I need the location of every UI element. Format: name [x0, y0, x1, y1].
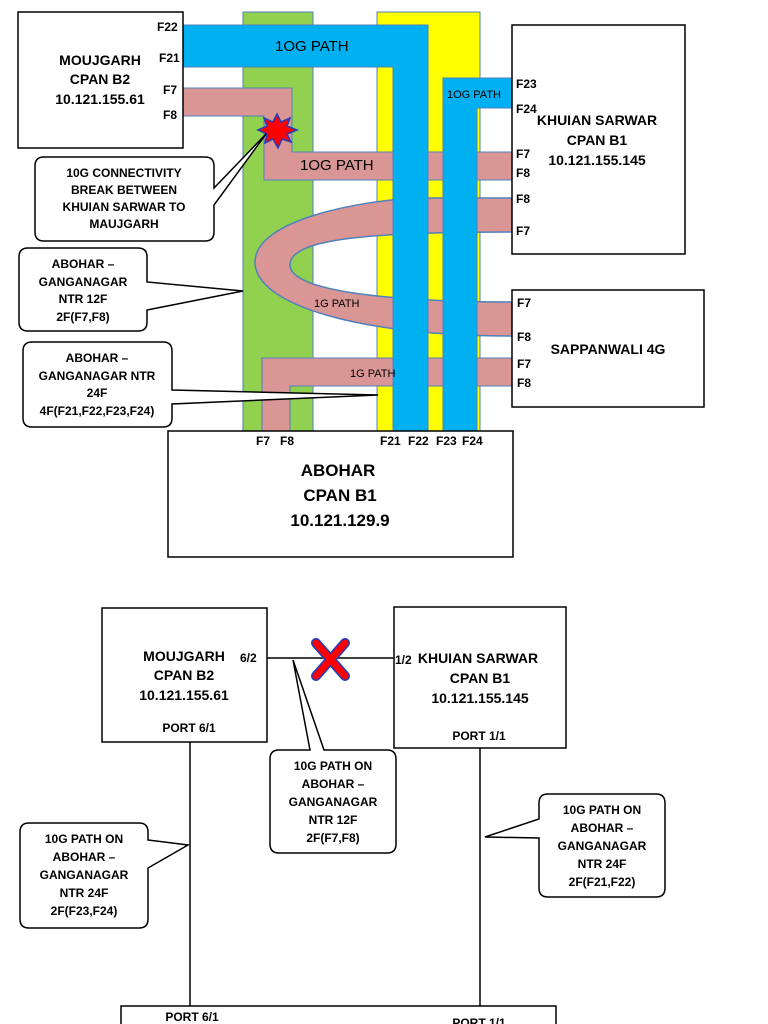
khuian-model: CPAN B1 — [567, 132, 628, 148]
abohar-node-bottom — [120, 1005, 557, 1024]
right-callout — [484, 793, 666, 898]
mid-callout-line3: GANGANAGAR — [289, 795, 378, 809]
break-callout-line1: 10G CONNECTIVITY — [66, 166, 181, 180]
sappanwali-port-f8b: F8 — [517, 376, 531, 390]
moujgarh-port-f22: F22 — [157, 20, 178, 34]
right-callout-line3: GANGANAGAR — [558, 839, 647, 853]
khuian-ip: 10.121.155.145 — [548, 152, 646, 168]
blue-10g-label: 1OG PATH — [275, 38, 349, 55]
pink-1g-low-label: 1G PATH — [350, 368, 395, 380]
ntr24-callout-line4: 4F(F21,F22,F23,F24) — [40, 404, 155, 418]
left-callout-line1: 10G PATH ON — [45, 832, 123, 846]
moujgarh-port-f7: F7 — [163, 83, 177, 97]
moujgarh-name: MOUJGARH — [59, 52, 141, 68]
moujgarh-model: CPAN B2 — [70, 71, 131, 87]
right-callout-line1: 10G PATH ON — [563, 803, 641, 817]
mid-callout — [269, 659, 397, 854]
left-callout-line2: ABOHAR – — [53, 850, 116, 864]
khuian-port-f23: F23 — [516, 77, 537, 91]
mid-callout-line1: 10G PATH ON — [294, 759, 372, 773]
khuian-bottom-model: CPAN B1 — [450, 670, 511, 686]
ntr12-callout — [18, 247, 244, 332]
khuian-port-f8b: F8 — [516, 192, 530, 206]
abohar-port-f7: F7 — [256, 434, 270, 448]
abohar-port-f24: F24 — [462, 434, 483, 448]
ntr12-callout-line1: ABOHAR – — [52, 257, 115, 271]
mid-callout-line2: ABOHAR – — [302, 777, 365, 791]
sappanwali-port-f8: F8 — [517, 330, 531, 344]
moujgarh-bottom-name: MOUJGARH — [143, 648, 225, 664]
moujgarh-bottom-model: CPAN B2 — [154, 667, 215, 683]
moujgarh-bottom-port-in: PORT 6/1 — [162, 721, 216, 735]
abohar-bottom-port-left: PORT 6/1 — [165, 1010, 219, 1024]
ntr24-callout-line3: 24F — [87, 386, 108, 400]
khuian-node-bottom — [393, 606, 567, 749]
khuian-bottom-ip: 10.121.155.145 — [431, 690, 529, 706]
abohar-bottom-port-right: PORT 1/1 — [452, 1016, 506, 1024]
ntr12-callout-line4: 2F(F7,F8) — [56, 310, 109, 324]
right-callout-line5: 2F(F21,F22) — [569, 875, 636, 889]
moujgarh-port-f8: F8 — [163, 108, 177, 122]
link-break-icon — [311, 638, 350, 681]
khuian-bottom-port-in: PORT 1/1 — [452, 729, 506, 743]
mid-callout-line5: 2F(F7,F8) — [306, 831, 359, 845]
ntr24-callout — [22, 341, 379, 428]
break-callout-line3: KHUIAN SARWAR TO — [63, 200, 186, 214]
moujgarh-bottom-ip: 10.121.155.61 — [139, 687, 229, 703]
break-callout-line4: MAUJGARH — [89, 217, 158, 231]
blue-10g-small-label: 1OG PATH — [447, 89, 501, 101]
ntr12-callout-line3: NTR 12F — [59, 292, 108, 306]
khuian-node — [511, 24, 686, 255]
sappanwali-port-f7b: F7 — [517, 357, 531, 371]
break-callout — [34, 133, 267, 242]
left-callout-line3: GANGANAGAR — [40, 868, 129, 882]
moujgarh-ip: 10.121.155.61 — [55, 91, 145, 107]
moujgarh-node — [17, 11, 184, 149]
left-callout-line4: NTR 24F — [60, 886, 109, 900]
sappanwali-port-f7: F7 — [517, 296, 531, 310]
sappanwali-node — [511, 289, 705, 408]
abohar-port-f8: F8 — [280, 434, 294, 448]
abohar-node — [167, 430, 514, 558]
abohar-port-f23: F23 — [436, 434, 457, 448]
moujgarh-port-f21: F21 — [159, 51, 180, 65]
abohar-model: CPAN B1 — [303, 486, 376, 505]
break-callout-line2: BREAK BETWEEN — [71, 183, 177, 197]
right-callout-line4: NTR 24F — [578, 857, 627, 871]
moujgarh-bottom-port-side: 6/2 — [240, 651, 257, 665]
left-callout — [19, 822, 191, 929]
khuian-port-f24: F24 — [516, 102, 537, 116]
abohar-ip: 10.121.129.9 — [290, 511, 389, 530]
abohar-name: ABOHAR — [301, 461, 376, 480]
abohar-port-f22: F22 — [408, 434, 429, 448]
right-callout-line2: ABOHAR – — [571, 821, 634, 835]
khuian-bottom-name: KHUIAN SARWAR — [418, 650, 538, 666]
sappanwali-name: SAPPANWALI 4G — [551, 341, 666, 357]
khuian-bottom-port-side: 1/2 — [395, 653, 412, 667]
pink-1g-loop-label: 1G PATH — [314, 298, 359, 310]
abohar-port-f21: F21 — [380, 434, 401, 448]
ntr24-callout-line2: GANGANAGAR NTR — [39, 369, 156, 383]
ntr12-callout-line2: GANGANAGAR — [39, 275, 128, 289]
ntr24-callout-line1: ABOHAR – — [66, 351, 129, 365]
khuian-port-f7: F7 — [516, 147, 530, 161]
mid-callout-line4: NTR 12F — [309, 813, 358, 827]
pink-10g-label: 1OG PATH — [300, 157, 374, 174]
moujgarh-node-bottom — [101, 607, 268, 743]
khuian-port-f8: F8 — [516, 166, 530, 180]
khuian-name: KHUIAN SARWAR — [537, 112, 657, 128]
break-burst-icon — [256, 112, 300, 150]
left-callout-line5: 2F(F23,F24) — [51, 904, 118, 918]
khuian-port-f7b: F7 — [516, 224, 530, 238]
